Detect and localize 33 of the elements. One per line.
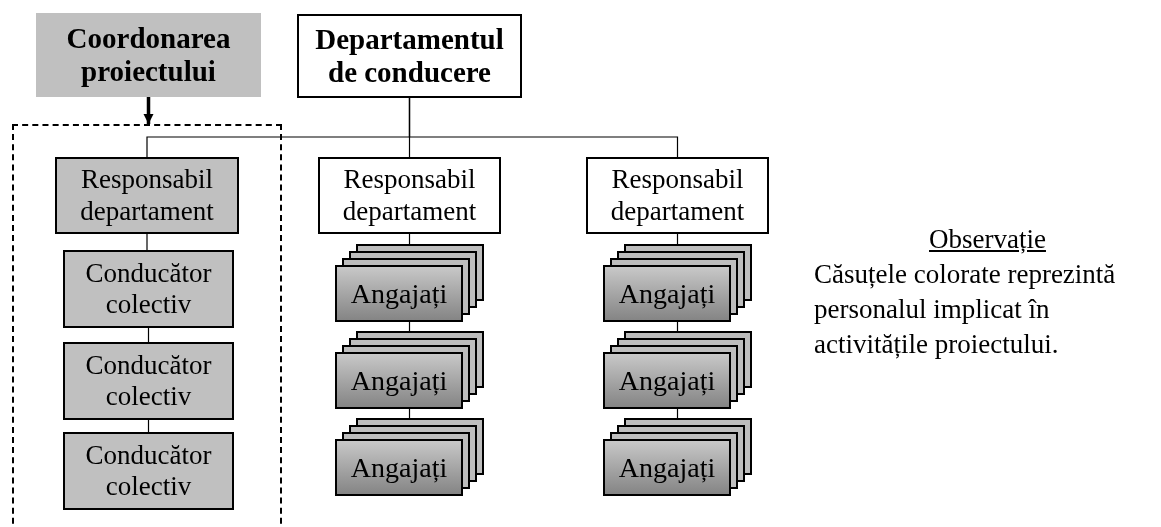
box-label: Responsabil departament (341, 164, 478, 227)
box-label: Conducător colectiv (84, 257, 213, 321)
connector-line (408, 97, 679, 158)
box-label: Conducător colectiv (84, 349, 213, 413)
process-box (63, 342, 234, 420)
process-box (63, 432, 234, 510)
box-label: Coordonarea proiectului (65, 21, 232, 89)
box-label: Angajați (350, 276, 448, 311)
process-box (586, 157, 769, 234)
process-box (55, 157, 239, 234)
stacked-box (603, 418, 752, 495)
stacked-box (335, 418, 484, 495)
stacked-box (603, 244, 752, 321)
box-label: Angajați (618, 450, 716, 485)
box-label: Angajați (618, 276, 716, 311)
note-heading: Observație (929, 223, 1046, 256)
note-text: Căsuțele colorate reprezintă personalul implicat în activitățile proiectului. (814, 258, 1117, 362)
box-label: Angajați (350, 450, 448, 485)
box-label: Responsabil departament (79, 164, 215, 227)
stacked-box (335, 244, 484, 321)
box-label: Responsabil departament (609, 164, 746, 227)
process-box (297, 14, 522, 98)
process-box (36, 13, 261, 97)
arrow (143, 97, 154, 124)
box-label: Conducător colectiv (84, 439, 213, 503)
box-label: Angajați (618, 363, 716, 398)
box-label: Angajați (350, 363, 448, 398)
stacked-box (335, 331, 484, 408)
stacked-box (603, 331, 752, 408)
box-label: Departamentul de conducere (314, 22, 505, 90)
connector-line (146, 233, 148, 251)
process-box (63, 250, 234, 328)
process-box (318, 157, 501, 234)
